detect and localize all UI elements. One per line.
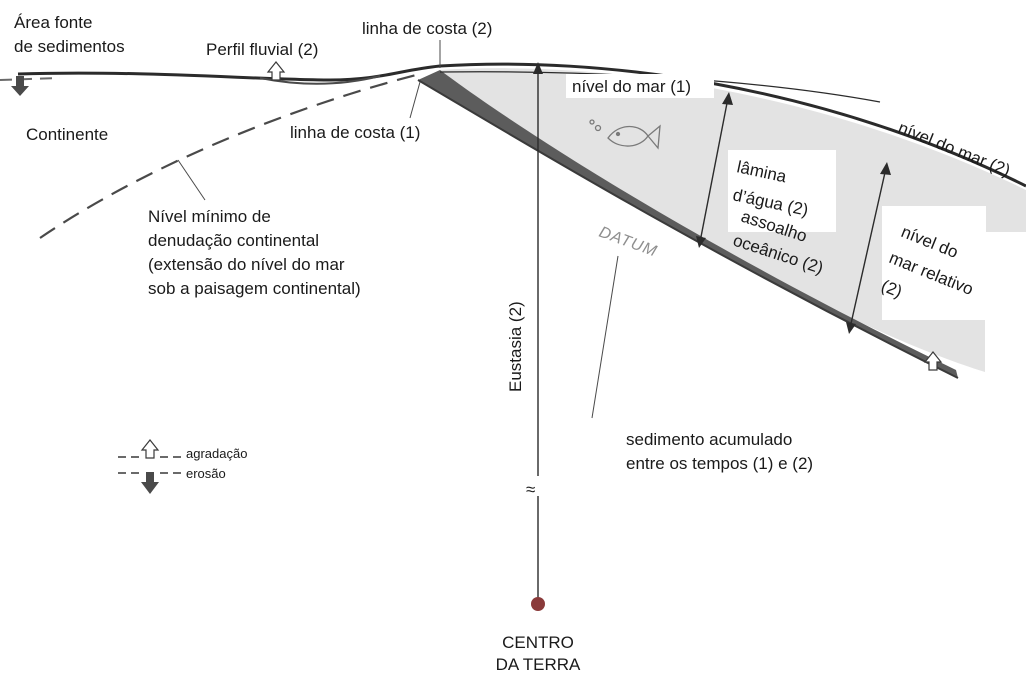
water-depth-box — [728, 150, 836, 232]
fluvial-aggradation-arrow-icon — [266, 61, 286, 81]
label-datum: DATUM — [597, 224, 660, 261]
legend: agradação erosão — [118, 439, 247, 494]
label-denudacao-4: sob a paisagem continental) — [148, 279, 361, 298]
label-sedimento-2: entre os tempos (1) e (2) — [626, 454, 813, 473]
label-area-fonte-1: Área fonte — [14, 13, 92, 32]
sea-level-1-box — [566, 74, 714, 98]
break-mask — [528, 476, 550, 496]
label-denudacao-1: Nível mínimo de — [148, 207, 271, 226]
water-depth-arrow — [699, 97, 729, 243]
label-eustasia: Eustasia (2) — [506, 301, 525, 392]
label-denudacao-2: denudação continental — [148, 231, 319, 250]
ocean-aggradation-arrow-icon — [923, 351, 943, 371]
left-erosion-arrow-icon — [11, 76, 29, 96]
earth-center-dot — [531, 597, 545, 611]
legend-aggradation-icon — [140, 439, 160, 459]
fish-icon — [589, 119, 661, 150]
sediment-leader — [591, 255, 619, 419]
label-area-fonte-2: de sedimentos — [14, 37, 125, 56]
label-nivel-mar-1: nível do mar (1) — [572, 77, 691, 96]
label-denudacao-3: (extensão do nível do mar — [148, 255, 345, 274]
label-centro-1: CENTRO — [502, 633, 574, 652]
relative-sea-level-arrow — [849, 167, 887, 329]
denudation-dashed-curve — [39, 72, 421, 239]
label-linha-costa-2: linha de costa (2) — [362, 19, 492, 38]
water-depth-arrowhead-top — [722, 92, 733, 105]
denudation-leader — [177, 159, 206, 201]
water-depth-arrowhead-bottom — [696, 236, 706, 248]
relative-sea-level-arrowhead-top — [880, 162, 891, 175]
label-continente: Continente — [26, 125, 108, 144]
left-dashed-line — [0, 77, 61, 81]
legend-aggradation-label: agradação — [186, 446, 247, 461]
label-centro-2: DA TERRA — [496, 655, 581, 674]
coastline-1-leader — [409, 81, 421, 119]
relative-sea-level-box — [882, 206, 986, 320]
label-perfil-fluvial: Perfil fluvial (2) — [206, 40, 318, 59]
label-sedimento-1: sedimento acumulado — [626, 430, 792, 449]
sediment-wedge — [418, 70, 958, 378]
eustasy-arrowhead — [533, 62, 543, 74]
legend-erosion-icon — [141, 472, 159, 494]
break-symbol: ≈ — [526, 480, 535, 499]
sea-level-2-curve — [17, 62, 1026, 188]
legend-erosion-label: erosão — [186, 466, 226, 481]
label-linha-costa-1: linha de costa (1) — [290, 123, 420, 142]
relative-sea-level-arrowhead-bottom — [846, 322, 856, 334]
